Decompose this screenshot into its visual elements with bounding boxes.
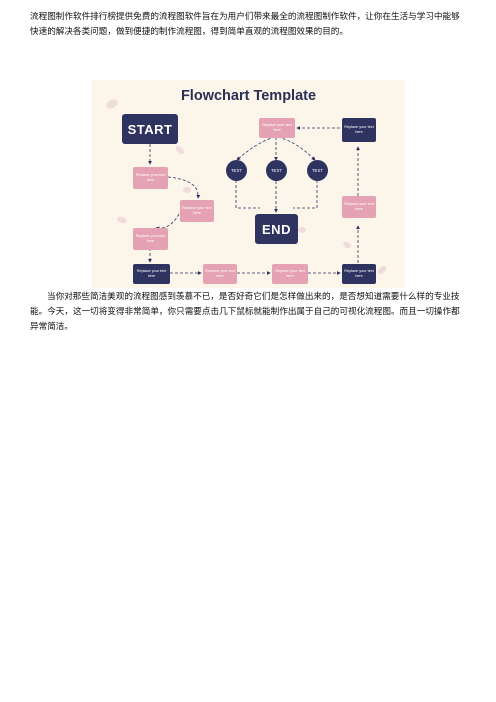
process-node-1: Replace your text here (133, 167, 168, 189)
decision-circle-2: TEXT (266, 160, 287, 181)
decision-circle-3: TEXT (307, 160, 328, 181)
process-node-4: Replace your text here (133, 264, 170, 284)
process-node-2: Replace your text here (180, 200, 214, 222)
process-node-5: Replace your text here (203, 264, 237, 284)
flowchart-title: Flowchart Template (180, 88, 317, 104)
process-node-9: Replace your text here (342, 118, 376, 142)
process-node-8: Replace your text here (342, 196, 376, 218)
process-node-10: Replace your text here (259, 118, 295, 138)
process-node-7: Replace your text here (342, 264, 376, 284)
decision-circle-1: TEXT (226, 160, 247, 181)
start-node: START (122, 114, 178, 144)
body-paragraph: 当你对那些简洁美观的流程图感到羡慕不已，是否好奇它们是怎样做出来的，是否想知道需… (30, 292, 460, 332)
process-node-3: Replace your text here (133, 228, 168, 250)
flowchart-template-image: Flowchart Template START Replace your te… (92, 80, 405, 288)
process-node-6: Replace your text here (272, 264, 308, 284)
intro-paragraph: 流程图制作软件排行榜提供免费的流程图软件旨在为用户们带来最全的流程图制作软件，让… (30, 12, 460, 37)
end-node: END (255, 214, 298, 244)
